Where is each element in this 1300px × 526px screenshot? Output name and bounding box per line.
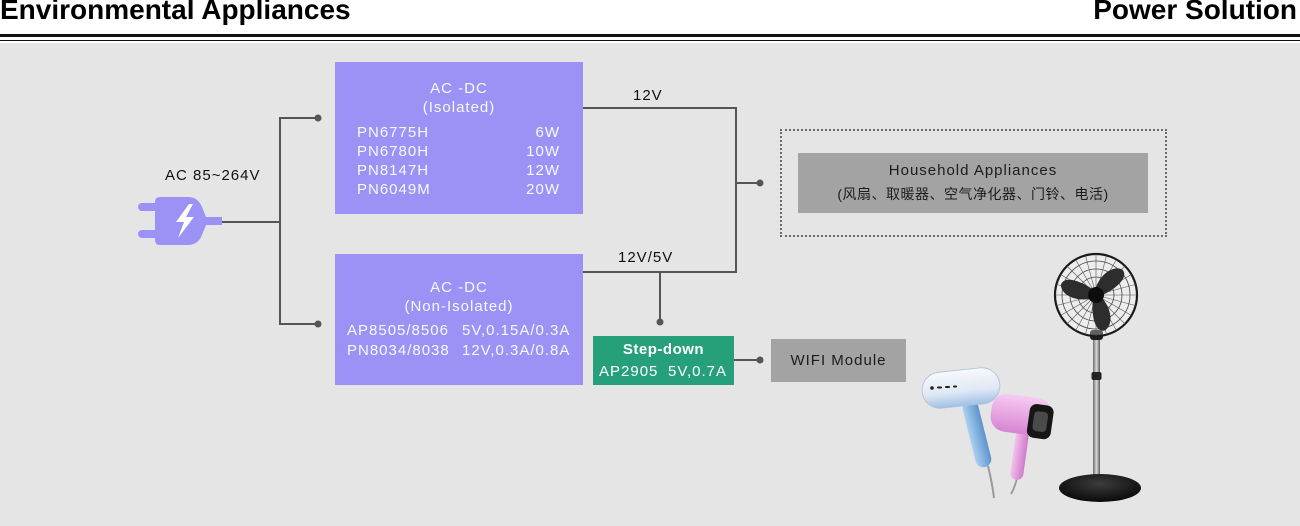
fan-pole <box>1093 332 1100 482</box>
connector-dot-step-down <box>656 318 664 326</box>
blue-steamer-cord <box>987 465 995 499</box>
blue-garment-steamer <box>921 367 1001 499</box>
solution-title: Power Solution <box>1093 0 1297 25</box>
non-isolated-part-number: PN8034/8038 <box>347 342 450 359</box>
non-isolated-part-spec: 12V,0.3A/0.8A <box>462 342 571 359</box>
fan-head <box>1053 252 1139 338</box>
step-down-box: Step-down AP2905 5V,0.7A <box>593 336 734 385</box>
household-appliances-title: Household Appliances <box>888 162 1058 179</box>
isolated-part-number: PN8147H <box>357 162 430 179</box>
household-group-frame <box>780 129 1167 237</box>
fan-blade <box>1092 294 1111 331</box>
header-rule-thick <box>0 34 1300 37</box>
fan-base <box>1059 474 1141 502</box>
household-appliances-examples: (风扇、取暖器、空气净化器、门铃、电活) <box>837 186 1109 202</box>
pink-steamer-cord <box>1010 477 1018 495</box>
non-isolated-converter-subtitle: (Non-Isolated) <box>404 298 514 315</box>
non-isolated-part-spec: 5V,0.15A/0.3A <box>462 322 571 339</box>
wifi-module-box: WIFI Module <box>771 339 906 382</box>
non-isolated-part-number: AP8505/8506 <box>347 322 449 339</box>
connector-dot-non-isolated <box>314 320 322 328</box>
isolated-part-power: 12W <box>526 162 560 179</box>
step-down-title: Step-down <box>622 341 705 358</box>
power-plug-icon <box>138 197 222 245</box>
non-isolated-converter-box: AC -DC (Non-Isolated) AP8505/8506 5V,0.1… <box>335 254 583 385</box>
non-isolated-output-voltage-label: 12V/5V <box>618 249 674 266</box>
isolated-converter-subtitle: (Isolated) <box>422 99 496 116</box>
garment-steamers-image <box>921 367 1054 499</box>
connector-dot-wifi <box>756 356 764 364</box>
connector-dot-isolated <box>314 114 322 122</box>
blue-steamer-buttons <box>930 385 957 390</box>
header-rule-thin <box>0 40 1300 41</box>
blue-steamer-handle <box>962 400 992 468</box>
connector-dot-household <box>756 179 764 187</box>
non-isolated-converter-title: AC -DC <box>430 279 488 296</box>
blue-steamer-head <box>921 367 1001 409</box>
isolated-part-number: PN6775H <box>357 124 430 141</box>
isolated-converter-box: AC -DC (Isolated) PN6775H 6W PN6780H 10W… <box>335 62 583 214</box>
isolated-part-power: 10W <box>526 143 560 160</box>
isolated-output-voltage-label: 12V <box>633 87 663 104</box>
step-down-spec: 5V,0.7A <box>668 363 727 380</box>
isolated-part-power: 6W <box>535 124 560 141</box>
section-title: Environmental Appliances <box>0 0 351 25</box>
pink-steamer-face-plate <box>1032 411 1049 432</box>
stand-fan-image <box>1053 252 1141 502</box>
fan-pole-collar <box>1091 372 1102 380</box>
isolated-part-number: PN6049M <box>357 181 431 198</box>
isolated-converter-title: AC -DC <box>430 80 488 97</box>
step-down-part-number: AP2905 <box>599 363 659 380</box>
pink-garment-steamer <box>990 393 1054 495</box>
lightning-bolt-icon <box>176 204 194 238</box>
wifi-module-label: WIFI Module <box>790 352 887 369</box>
pink-steamer-handle <box>1010 430 1029 480</box>
household-appliances-box: Household Appliances (风扇、取暖器、空气净化器、门铃、电活… <box>798 153 1148 213</box>
isolated-part-number: PN6780H <box>357 143 430 160</box>
isolated-part-power: 20W <box>526 181 560 198</box>
input-voltage-label: AC 85~264V <box>165 167 261 184</box>
fan-hub <box>1088 287 1104 303</box>
